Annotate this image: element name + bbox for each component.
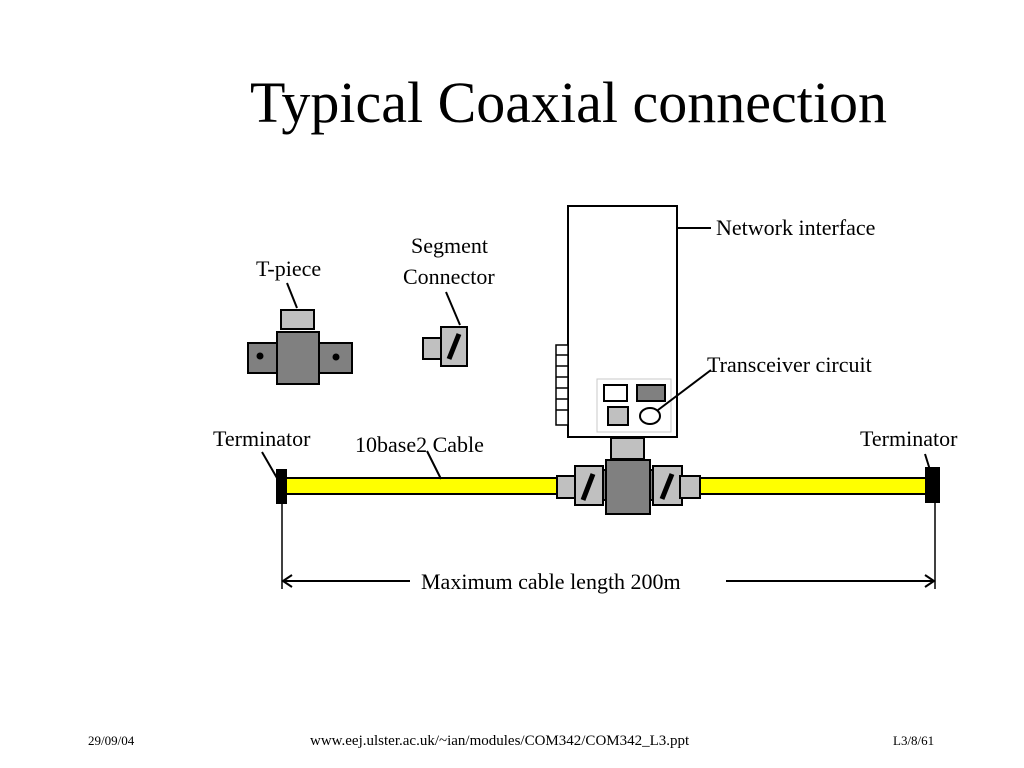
terminator-left-label: Terminator <box>213 426 311 451</box>
footer-date: 29/09/04 <box>88 733 135 748</box>
terminator-right <box>925 467 940 503</box>
cable-label: 10base2 Cable <box>355 432 484 457</box>
footer-page-number: L3/8/61 <box>893 733 935 748</box>
coax-cable <box>283 477 929 495</box>
t-piece-on-cable <box>556 459 701 515</box>
max-length-label: Maximum cable length 200m <box>421 569 681 594</box>
transceiver-circuit-label: Transceiver circuit <box>707 352 872 377</box>
network-interface-label: Network interface <box>716 215 875 240</box>
terminator-left <box>276 469 287 504</box>
t-piece-illustration <box>247 282 353 385</box>
t-piece-label: T-piece <box>256 256 321 281</box>
slide-title: Typical Coaxial connection <box>250 70 887 135</box>
segment-connector-illustration <box>422 291 468 367</box>
max-length-dimension <box>281 503 936 589</box>
network-interface-card <box>555 205 678 460</box>
terminator-right-label: Terminator <box>860 426 958 451</box>
segment-connector-label-line2: Connector <box>403 264 495 289</box>
segment-connector-label-line1: Segment <box>411 233 488 258</box>
footer-url: www.eej.ulster.ac.uk/~ian/modules/COM342… <box>310 733 690 749</box>
